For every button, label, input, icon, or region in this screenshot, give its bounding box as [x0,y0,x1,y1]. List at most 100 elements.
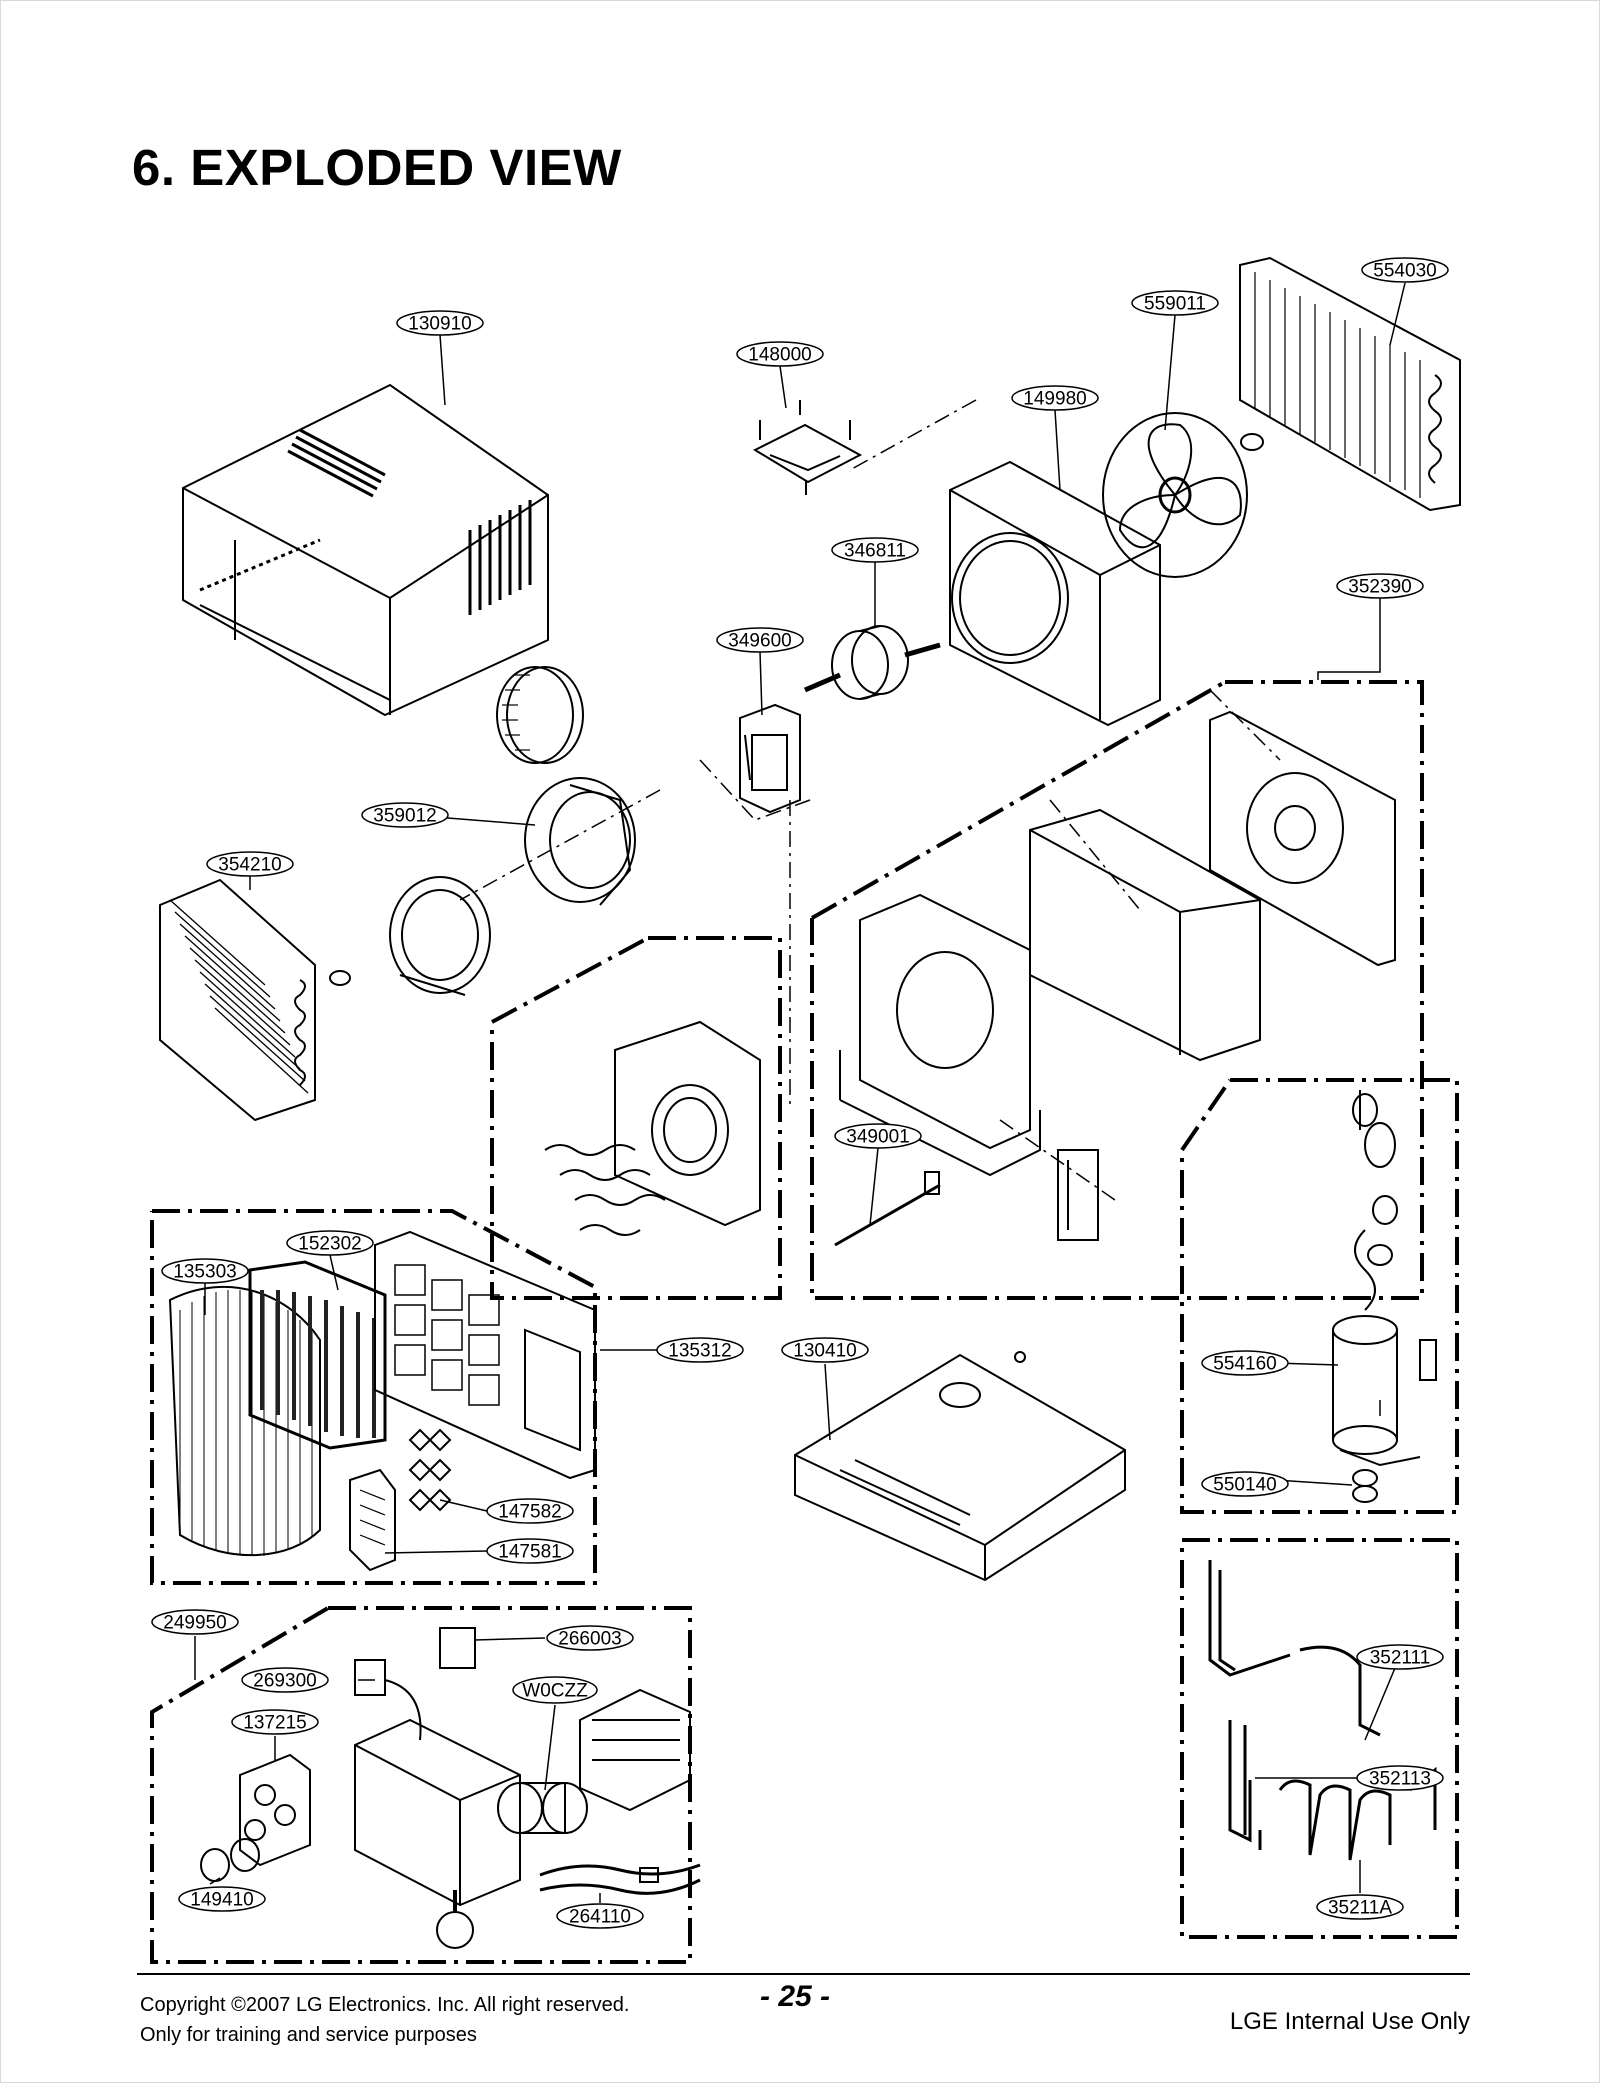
part-label-texts: 130910 148000 149980 559011 554030 34681… [163,261,1436,1928]
label-text: 152302 [298,1234,361,1255]
motor-mount-part [739,703,801,814]
part-label-346811 [831,537,919,563]
copyright-text: Copyright ©2007 LG Electronics. Inc. All… [140,1994,630,2016]
synchronous-motor-part [436,1890,474,1949]
part-label-152302 [286,1230,374,1256]
blower-wheel-part [496,666,584,764]
label-text: 354210 [218,855,281,876]
group-frame-heater [490,936,782,1300]
compressor-fitting-part [1352,1093,1398,1266]
part-label-352111 [1356,1644,1444,1670]
label-text: W0CZZ [522,1681,588,1702]
part-label-554030 [1361,257,1449,283]
thermistor-part [834,1171,941,1247]
front-grille-part [168,1285,321,1557]
label-text: 135312 [668,1341,731,1362]
part-label-148000 [736,341,824,367]
blower-scroll-part [524,777,636,906]
label-text: 249950 [163,1613,226,1634]
part-label-559011 [1131,290,1219,316]
group-frame-refrigerant-pipes [1180,1538,1459,1939]
group-frame-fan-shroud [810,680,1424,1300]
training-notice: Only for training and service purposes [140,2024,477,2046]
axial-fan-part [1102,412,1264,578]
part-label-130910 [396,310,484,336]
front-panel-part [374,1230,596,1480]
group-frame-front-grille [150,1209,597,1585]
selector-switch-part [239,1753,311,1867]
label-text: 269300 [253,1671,316,1692]
label-text: 559011 [1144,294,1206,315]
label-text: 35211A [1328,1898,1392,1919]
label-text: 359012 [373,806,436,827]
label-text: 149980 [1023,389,1086,410]
label-text: 266003 [558,1629,621,1650]
label-text: 352111 [1370,1648,1431,1669]
label-text: 130910 [408,314,471,335]
control-box-part [354,1688,691,1907]
part-label-147582 [486,1498,574,1524]
part-label-130410 [781,1337,869,1363]
bracket-part [752,400,863,495]
part-label-550140 [1201,1471,1289,1497]
capacitor-part [497,1782,588,1834]
base-pan-part [794,1351,1126,1582]
fan-motor-part [804,625,941,700]
fan-shroud-part [949,460,1161,727]
air-filter-part [248,1260,387,1450]
part-label-352113 [1356,1765,1444,1791]
part-label-352390 [1336,573,1424,599]
label-text: 264110 [569,1907,631,1928]
label-text: 346811 [844,541,906,562]
part-label-266003 [546,1625,634,1651]
label-text: 148000 [748,345,811,366]
part-label-359012 [361,802,449,828]
refrigerant-pipe-part [1208,1560,1437,1861]
part-label-135303 [161,1258,249,1284]
evaporator-coil-part [159,878,351,1122]
cabinet-part [182,383,549,717]
part-label-349001 [834,1123,922,1149]
wiring-harness-part [539,1863,701,1895]
part-label-137215 [231,1709,319,1735]
part-label-264110 [556,1903,644,1929]
part-label-249950 [151,1609,239,1635]
label-text: 137215 [243,1713,306,1734]
label-text: 352390 [1348,577,1411,598]
part-label-147581 [486,1538,574,1564]
label-text: 554030 [1373,261,1436,282]
part-label-W0CZZ [512,1676,598,1704]
grommet-part [1352,1469,1378,1503]
compressor-part [1332,1090,1437,1467]
label-text: 147582 [498,1502,561,1523]
label-text: 130410 [793,1341,856,1362]
label-text: 349001 [846,1127,909,1148]
part-label-554160 [1201,1350,1289,1376]
label-text: 349600 [728,631,791,652]
label-text: 352113 [1369,1769,1431,1790]
internal-use-notice: LGE Internal Use Only [1229,2008,1470,2035]
footer-divider [137,1973,1470,1975]
part-label-149410 [178,1886,266,1912]
part-labels [151,257,1449,1929]
page-title: 6. EXPLODED VIEW [132,139,622,196]
condenser-coil-part [1239,256,1461,512]
orifice-ring-part [389,876,491,996]
group-frame-control-box [150,1606,692,1964]
assembly-guide-lines [459,399,1381,1420]
label-text: 147581 [498,1542,561,1563]
page-number: - 25 - [760,1980,831,2013]
part-label-35211A [1316,1894,1404,1920]
label-text: 554160 [1213,1354,1276,1375]
label-text: 135303 [173,1262,236,1283]
heater-assembly-part [544,1020,761,1236]
label-text: 149410 [190,1890,253,1911]
part-label-354210 [206,851,294,877]
part-label-135312 [656,1337,744,1363]
knob-part [200,1838,260,1882]
group-frame-compressor [1180,1078,1459,1514]
switch-part [354,1627,476,1741]
part-label-349600 [716,627,804,653]
label-text: 550140 [1213,1475,1276,1496]
